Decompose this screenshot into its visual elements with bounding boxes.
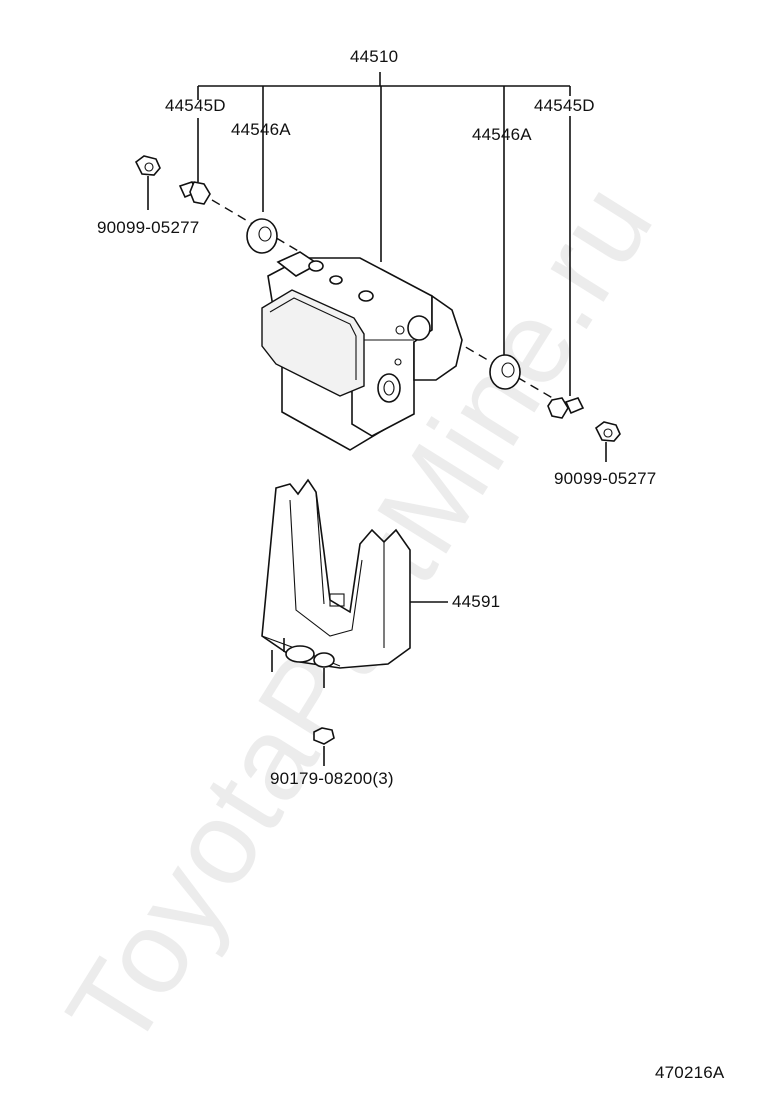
cushion-right-part (489, 354, 521, 390)
label-bolt-right: 44545D (534, 96, 595, 115)
diagram-code: 470216A (655, 1063, 725, 1082)
label-assembly-44510: 44510 (350, 47, 399, 66)
label-bolt-left: 44545D (165, 96, 226, 115)
label-nut-left: 90099-05277 (97, 218, 200, 237)
label-bracket-bolt: 90179-08200(3) (270, 769, 394, 788)
actuator-part (261, 251, 463, 451)
assembly-leader-lines (197, 72, 571, 396)
bolt-left-part (178, 181, 211, 205)
nut-right-part (594, 421, 621, 462)
label-cushion-left: 44546A (231, 120, 291, 139)
label-nut-right: 90099-05277 (554, 469, 657, 488)
label-cushion-right: 44546A (472, 125, 532, 144)
bracket-part (261, 478, 448, 688)
bolt-right-part (547, 397, 585, 419)
cushion-left-part (246, 218, 278, 254)
bracket-bolt-part (313, 727, 335, 766)
label-bracket: 44591 (452, 592, 501, 611)
nut-left-part (134, 155, 161, 210)
